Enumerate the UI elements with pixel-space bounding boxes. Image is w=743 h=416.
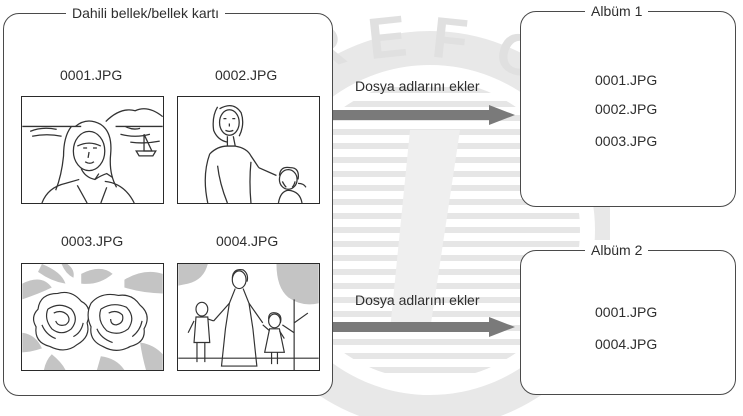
svg-text:F: F xyxy=(429,5,471,73)
album-title: Albüm 1 xyxy=(585,1,649,21)
flowers-illustration xyxy=(22,264,163,370)
memory-panel-title: Dahili bellek/bellek kartı xyxy=(66,3,226,23)
photo-filename: 0003.JPG xyxy=(61,233,124,249)
svg-text:E: E xyxy=(365,3,410,72)
album-file-item: 0001.JPG xyxy=(595,72,658,88)
arrow-label: Dosya adlarını ekler xyxy=(355,78,480,94)
memory-card-panel: Dahili bellek/bellek kartı 0001.JPG 0002… xyxy=(3,3,333,396)
photo-filename: 0004.JPG xyxy=(216,233,279,249)
album-file-item: 0003.JPG xyxy=(595,133,658,149)
arrow-label: Dosya adlarını ekler xyxy=(355,292,480,308)
photo-thumbnail-family-walk[interactable] xyxy=(177,263,320,371)
photo-filename: 0001.JPG xyxy=(60,67,123,83)
album-2-panel[interactable]: Albüm 2 0001.JPG 0004.JPG xyxy=(520,240,736,395)
arrow-right-icon xyxy=(333,105,515,125)
mother-and-child-illustration xyxy=(204,105,307,203)
album-1-panel[interactable]: Albüm 1 0001.JPG 0002.JPG 0003.JPG xyxy=(520,1,736,207)
album-title: Albüm 2 xyxy=(585,240,649,260)
album-file-item: 0001.JPG xyxy=(595,304,658,320)
arrow-right-icon xyxy=(333,317,515,337)
family-walk-illustration xyxy=(178,264,319,370)
photo-thumbnail-mother-and-child[interactable] xyxy=(177,96,320,204)
album-file-item: 0004.JPG xyxy=(595,336,658,352)
photo-thumbnail-flowers[interactable] xyxy=(21,263,164,371)
photo-thumbnail-woman-at-sea[interactable] xyxy=(21,96,164,204)
album-file-item: 0002.JPG xyxy=(595,101,658,117)
woman-at-sea-illustration xyxy=(22,108,163,203)
photo-filename: 0002.JPG xyxy=(215,67,278,83)
